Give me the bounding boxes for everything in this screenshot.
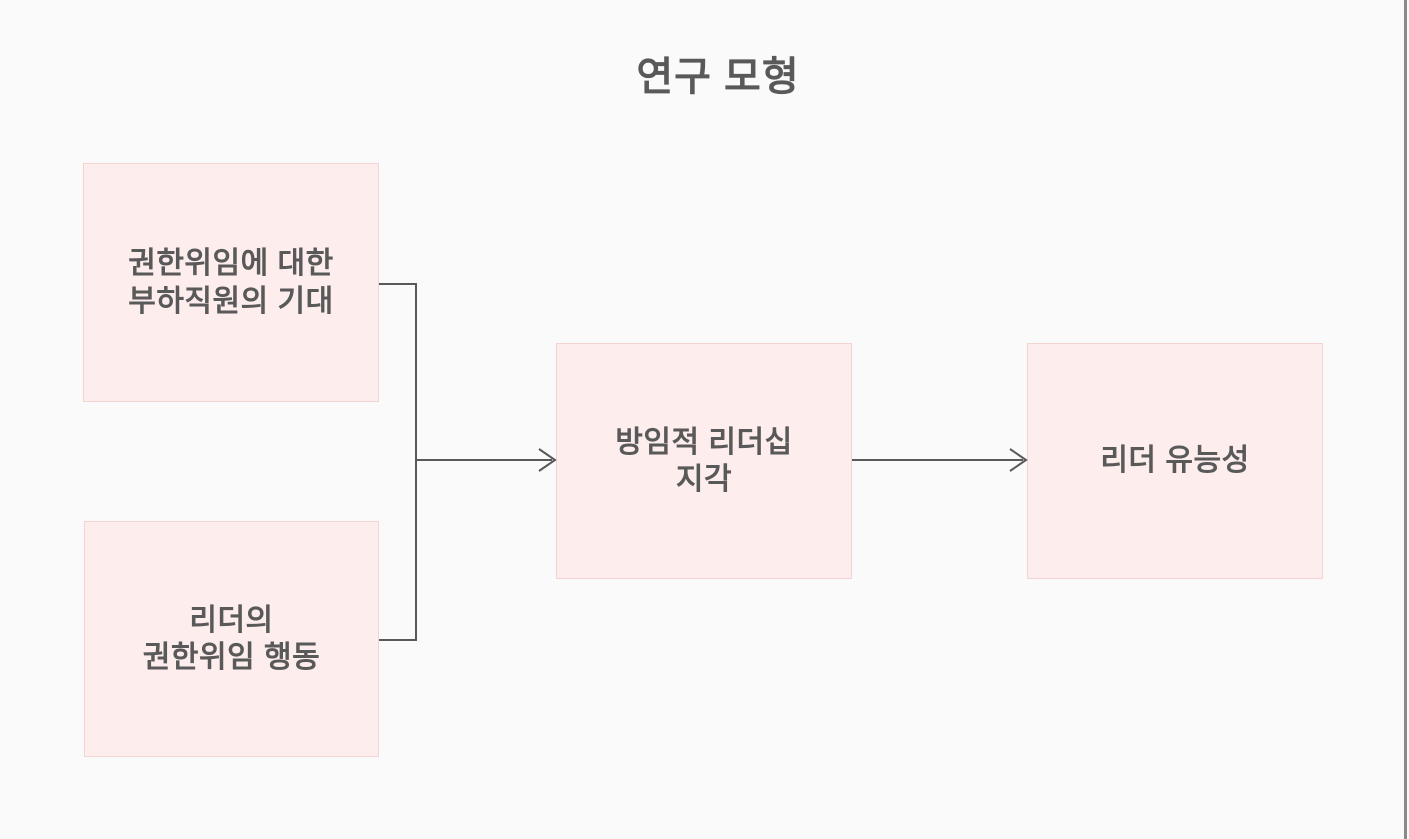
window-edge-bar — [1404, 0, 1407, 839]
node-subordinate-expectation-label: 권한위임에 대한 부하직원의 기대 — [128, 247, 334, 318]
node-leader-empowerment-behavior-label: 리더의 권한위임 행동 — [142, 603, 321, 675]
perception-to-competence-arrow-head-icon — [1009, 448, 1028, 472]
node-laissez-faire-perception: 방임적 리더십 지각 — [556, 343, 852, 579]
merged-arrow-head-icon — [538, 448, 557, 472]
merge-bracket-line — [379, 283, 417, 641]
node-leader-competence: 리더 유능성 — [1027, 343, 1323, 579]
node-laissez-faire-perception-label: 방임적 리더십 지각 — [615, 425, 793, 497]
node-leader-competence-label: 리더 유능성 — [1100, 444, 1250, 478]
diagram-title: 연구 모형 — [636, 55, 800, 99]
node-leader-empowerment-behavior: 리더의 권한위임 행동 — [84, 521, 379, 757]
node-subordinate-expectation: 권한위임에 대한 부하직원의 기대 — [83, 163, 379, 402]
